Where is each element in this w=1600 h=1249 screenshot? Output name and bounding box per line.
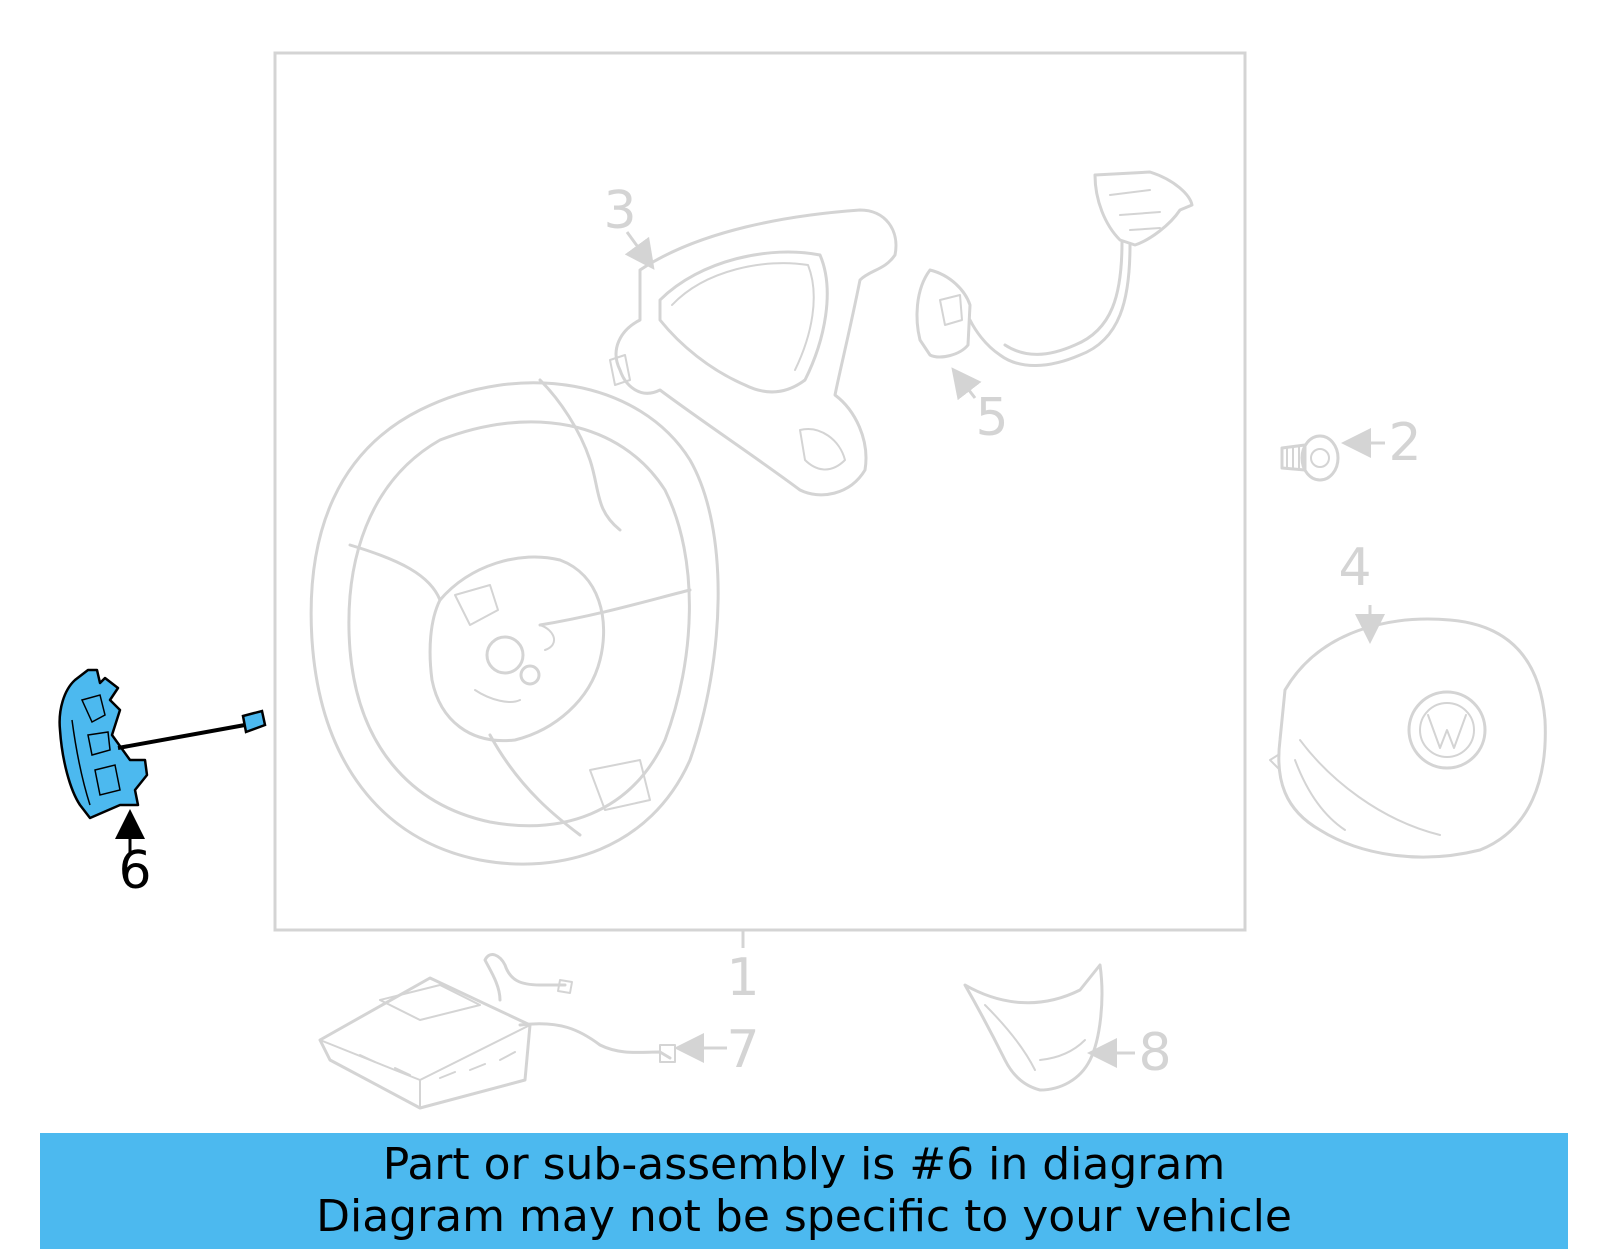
info-banner: Part or sub-assembly is #6 in diagram Di…	[40, 1133, 1568, 1249]
banner-line-1: Part or sub-assembly is #6 in diagram	[382, 1139, 1226, 1190]
callout-5: 5	[975, 388, 1008, 448]
control-unit-part-7	[318, 953, 727, 1110]
callout-4: 4	[1338, 538, 1371, 598]
airbag-module-part-4	[1269, 605, 1547, 859]
switch-module-part-5	[915, 170, 1194, 401]
callout-2: 2	[1388, 413, 1421, 473]
callout-3: 3	[603, 181, 636, 241]
trim-cover-part-3	[609, 208, 898, 497]
highlighted-switch-part-6	[58, 668, 267, 855]
steering-wheel-part-1	[309, 378, 720, 866]
bolt-part-2	[1280, 428, 1385, 482]
lower-trim-part-8	[963, 963, 1135, 1092]
callout-3-arrow	[624, 231, 655, 270]
callout-6: 6	[118, 841, 151, 901]
assembly-frame	[273, 51, 1247, 932]
banner-line-2: Diagram may not be specific to your vehi…	[316, 1191, 1292, 1242]
callout-7: 7	[726, 1020, 759, 1080]
callout-8: 8	[1138, 1023, 1171, 1083]
callout-1: 1	[726, 948, 759, 1008]
